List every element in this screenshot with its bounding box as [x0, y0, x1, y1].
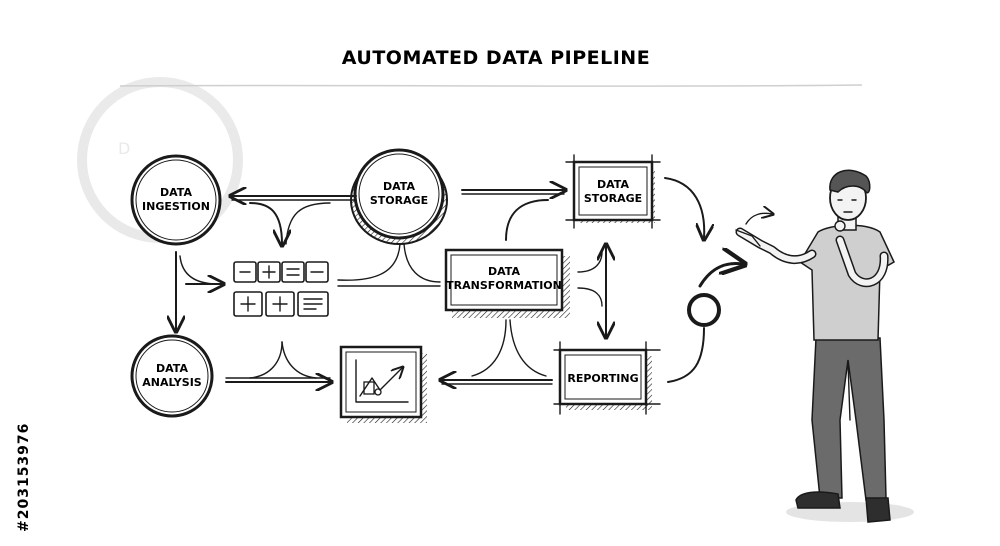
node-label-line: STORAGE	[584, 192, 642, 205]
node-label-line: REPORTING	[567, 372, 638, 385]
connector	[179, 255, 219, 285]
node-label-line: ANALYSIS	[142, 376, 202, 389]
watermark-letter: D	[118, 139, 130, 158]
connector	[667, 327, 705, 383]
node-data-transformation: DATA TRANSFORMATION	[444, 248, 570, 318]
line-chart-icon	[339, 345, 427, 423]
connector	[285, 202, 331, 245]
connector	[664, 177, 704, 238]
node-label-line: STORAGE	[370, 194, 428, 207]
connector	[249, 341, 283, 379]
node-reporting: REPORTING	[553, 341, 661, 415]
connector	[509, 319, 547, 377]
node-data-analysis: DATA ANALYSIS	[130, 334, 214, 418]
node-label-line: DATA	[488, 265, 520, 278]
connector	[337, 243, 401, 281]
calculator-keys-icon	[233, 261, 329, 317]
connector	[577, 287, 603, 307]
connector	[577, 251, 603, 273]
node-label-line: DATA	[597, 178, 629, 191]
node-data-storage-circle: DATA STORAGE	[350, 148, 448, 245]
thinking-man-pointing-icon	[735, 169, 914, 523]
node-label-line: DATA	[383, 180, 415, 193]
node-label-line: INGESTION	[142, 200, 210, 213]
connector	[249, 202, 282, 244]
node-data-ingestion: DATA INGESTION	[130, 154, 222, 246]
connector	[505, 199, 549, 241]
connector	[698, 264, 742, 288]
node-label-line: DATA	[156, 362, 188, 375]
title-underline	[119, 84, 863, 87]
node-label-line: DATA	[160, 186, 192, 199]
connector	[403, 243, 441, 283]
connector	[745, 213, 772, 225]
connector	[281, 341, 317, 379]
node-label-line: TRANSFORMATION	[446, 279, 562, 292]
connectors	[176, 177, 772, 384]
page-title: AUTOMATED DATA PIPELINE	[342, 47, 650, 69]
node-data-storage-box: DATA STORAGE	[565, 154, 661, 229]
stock-id: #203153976	[16, 423, 32, 532]
ring-icon	[687, 293, 721, 327]
connector	[471, 319, 507, 377]
